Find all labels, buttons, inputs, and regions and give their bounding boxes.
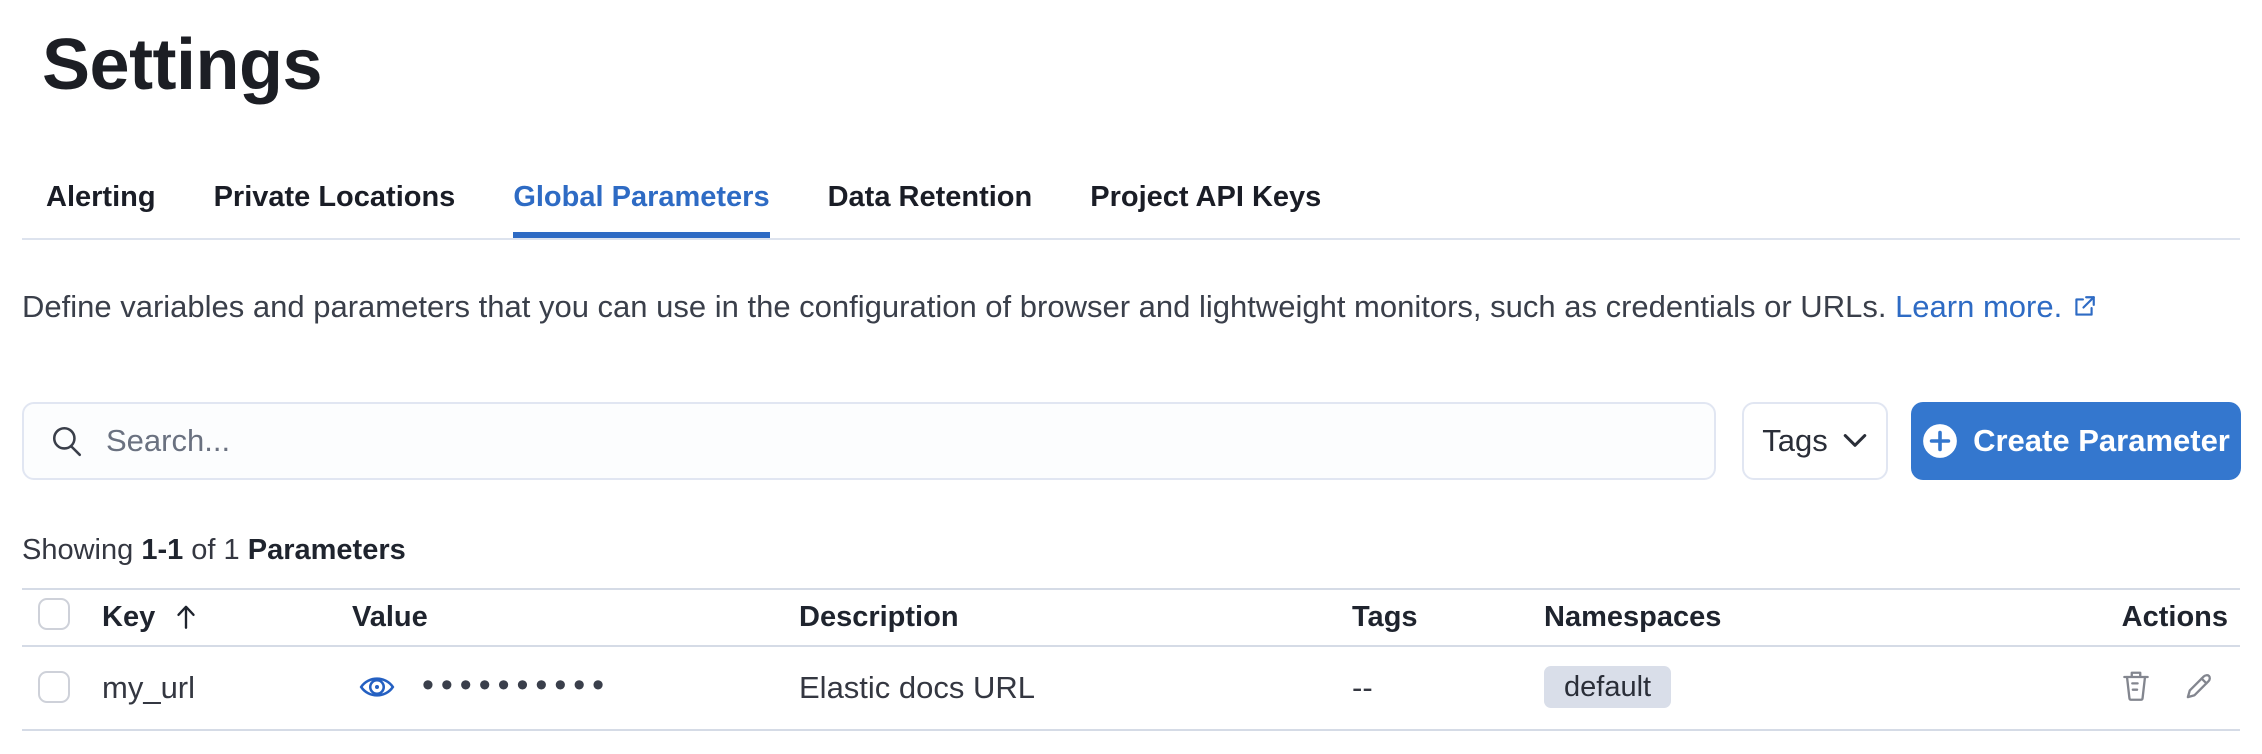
column-header-actions: Actions — [2121, 601, 2228, 633]
description-text: Define variables and parameters that you… — [22, 289, 1887, 324]
pencil-icon — [2186, 674, 2211, 699]
edit-parameter-button[interactable] — [2181, 668, 2217, 704]
cell-description: Elastic docs URL — [799, 670, 1036, 705]
column-header-value: Value — [352, 601, 428, 633]
table-row-border — [22, 729, 2240, 731]
table-header-border — [22, 645, 2240, 647]
tab-global-parameters[interactable]: Global Parameters — [513, 180, 770, 238]
page-title: Settings — [42, 25, 323, 105]
search-input[interactable] — [106, 404, 1714, 478]
tab-alerting[interactable]: Alerting — [46, 181, 156, 213]
column-header-key[interactable]: Key — [102, 600, 201, 634]
create-parameter-button[interactable]: Create Parameter — [1911, 402, 2241, 480]
results-summary: Showing 1-1 of 1 Parameters — [22, 534, 406, 567]
namespace-badge: default — [1544, 666, 1672, 708]
eye-icon — [359, 677, 395, 697]
summary-middle: of 1 — [191, 534, 240, 566]
summary-range: 1-1 — [141, 534, 184, 566]
search-icon — [52, 426, 82, 457]
column-header-description: Description — [799, 601, 959, 633]
cell-key: my_url — [102, 670, 196, 705]
table-top-border — [22, 588, 2240, 590]
column-header-tags: Tags — [1352, 601, 1418, 633]
plus-in-circle-icon — [1923, 424, 1957, 458]
external-link-icon — [2071, 286, 2097, 333]
summary-prefix: Showing — [22, 534, 134, 566]
create-parameter-label: Create Parameter — [1973, 423, 2230, 458]
namespace-badge-label: default — [1564, 670, 1652, 703]
cell-tags: -- — [1352, 670, 1373, 705]
learn-more-link[interactable]: Learn more. — [1895, 289, 2063, 324]
summary-entity: Parameters — [247, 534, 406, 566]
tab-data-retention[interactable]: Data Retention — [827, 181, 1033, 213]
chevron-down-icon — [1843, 434, 1867, 447]
page-description: Define variables and parameters that you… — [22, 283, 2240, 333]
column-key-label: Key — [102, 601, 156, 633]
tab-private-locations[interactable]: Private Locations — [213, 181, 456, 213]
column-header-namespaces: Namespaces — [1544, 601, 1722, 633]
sort-ascending-icon — [177, 605, 195, 629]
tags-filter-button[interactable]: Tags — [1742, 402, 1888, 480]
trash-icon — [2123, 671, 2149, 701]
settings-tabs: Alerting Private Locations Global Parame… — [46, 180, 1321, 238]
tabs-divider — [22, 238, 2240, 240]
delete-parameter-button[interactable] — [2118, 668, 2154, 704]
masked-value: •••••••••• — [422, 666, 612, 704]
tab-project-api-keys[interactable]: Project API Keys — [1090, 181, 1322, 213]
reveal-value-button[interactable] — [358, 670, 396, 704]
cell-value: •••••••••• — [358, 664, 611, 710]
select-all-checkbox[interactable] — [38, 598, 70, 630]
search-box — [22, 402, 1716, 480]
tags-filter-label: Tags — [1762, 423, 1828, 458]
row-checkbox[interactable] — [38, 671, 70, 703]
